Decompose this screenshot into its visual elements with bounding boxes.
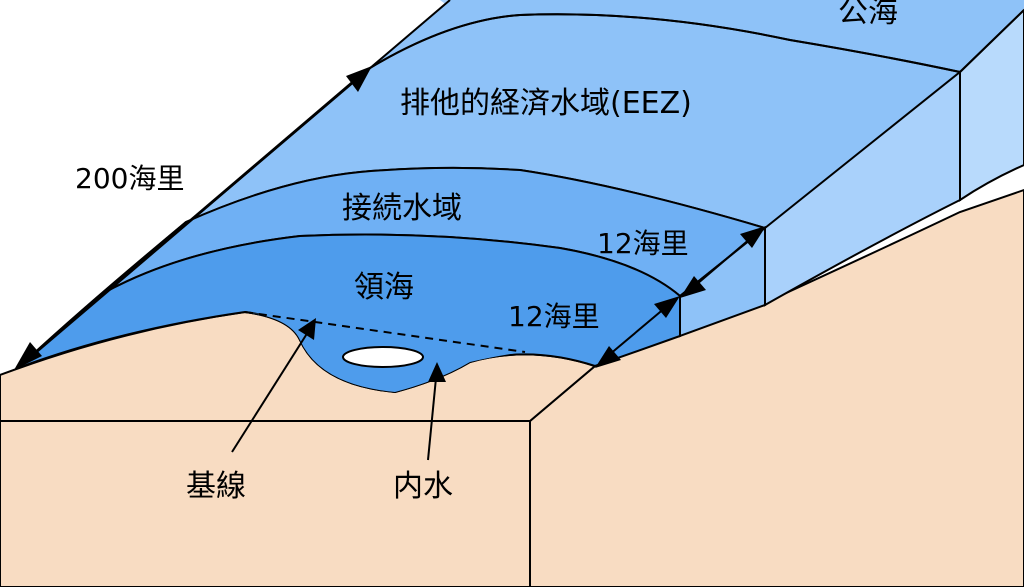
arrow-200-nm: [14, 66, 372, 370]
label-200-nm: 200海里: [75, 162, 184, 195]
water-side-face-eez: [764, 69, 961, 307]
land-front-face: [0, 420, 531, 587]
arrow-12-nm-contiguous: [680, 226, 766, 298]
label-contiguous-zone: 接続水域: [342, 191, 462, 226]
baseline-dashed-line: [244, 311, 526, 353]
label-eez: 排他的経済水域(EEZ): [400, 86, 692, 121]
label-territorial-sea: 領海: [354, 270, 414, 305]
label-internal-waters: 内水: [393, 469, 453, 504]
label-12-nm-contiguous: 12海里: [597, 227, 689, 260]
label-baseline: 基線: [186, 469, 246, 504]
arrow-baseline-pointer: [231, 318, 316, 453]
eez-outer-boundary: [369, 13, 961, 73]
label-12-nm-territorial: 12海里: [508, 300, 600, 333]
arrow-internal-waters-pointer: [427, 362, 446, 461]
arrow-12-nm-territorial: [595, 296, 680, 368]
island: [342, 346, 424, 368]
slab-top-right-edge: [959, 9, 1024, 73]
label-high-seas: 公海: [838, 0, 898, 30]
